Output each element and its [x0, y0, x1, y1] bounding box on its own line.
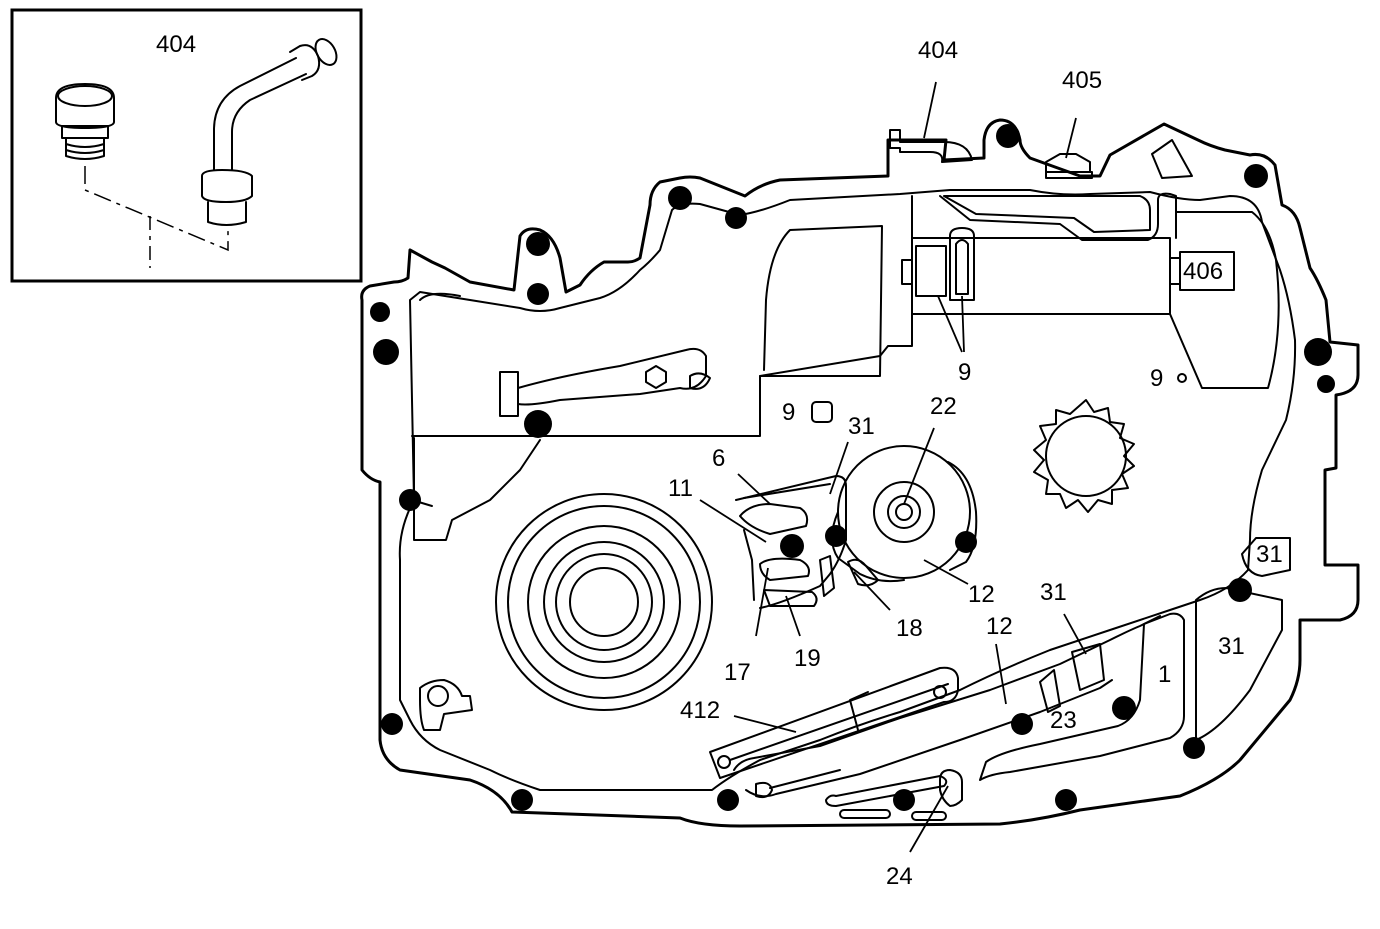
- callout-11: 11: [668, 475, 693, 502]
- callout-31-center: 31: [848, 413, 875, 440]
- callout-24: 24: [886, 863, 913, 890]
- callout-9-right: 9: [1150, 365, 1163, 392]
- tube-fitting-icon: [201, 38, 338, 226]
- callout-12-lower: 12: [986, 613, 1013, 640]
- internal-structures: [411, 129, 1291, 821]
- callout-406: 406: [1183, 258, 1223, 285]
- leader-lines: [699, 81, 1087, 853]
- callout-405: 405: [1062, 67, 1102, 94]
- inset-detail: 404: [10, 8, 363, 283]
- callout-22: 22: [930, 393, 957, 420]
- callout-412: 412: [680, 697, 720, 724]
- callout-404: 404: [918, 37, 958, 64]
- callout-1: 1: [1158, 661, 1171, 688]
- callout-labels: 404 405 406 9 9 9 22 31 6 11 12 18 17 19…: [668, 37, 1283, 890]
- plug-icon: [55, 83, 115, 160]
- callout-18: 18: [896, 615, 923, 642]
- callout-31-right: 31: [1218, 633, 1245, 660]
- callout-9-center: 9: [782, 399, 795, 426]
- callout-23: 23: [1050, 707, 1077, 734]
- callout-6: 6: [712, 445, 725, 472]
- callout-31-far-right: 31: [1256, 541, 1283, 568]
- callout-19: 19: [794, 645, 821, 672]
- callout-12-right: 12: [968, 581, 995, 608]
- inset-label-404: 404: [156, 31, 196, 58]
- callout-31-lower: 31: [1040, 579, 1067, 606]
- callout-17: 17: [724, 659, 751, 686]
- callout-9-upper: 9: [958, 359, 971, 386]
- housing-outline: [360, 118, 1360, 828]
